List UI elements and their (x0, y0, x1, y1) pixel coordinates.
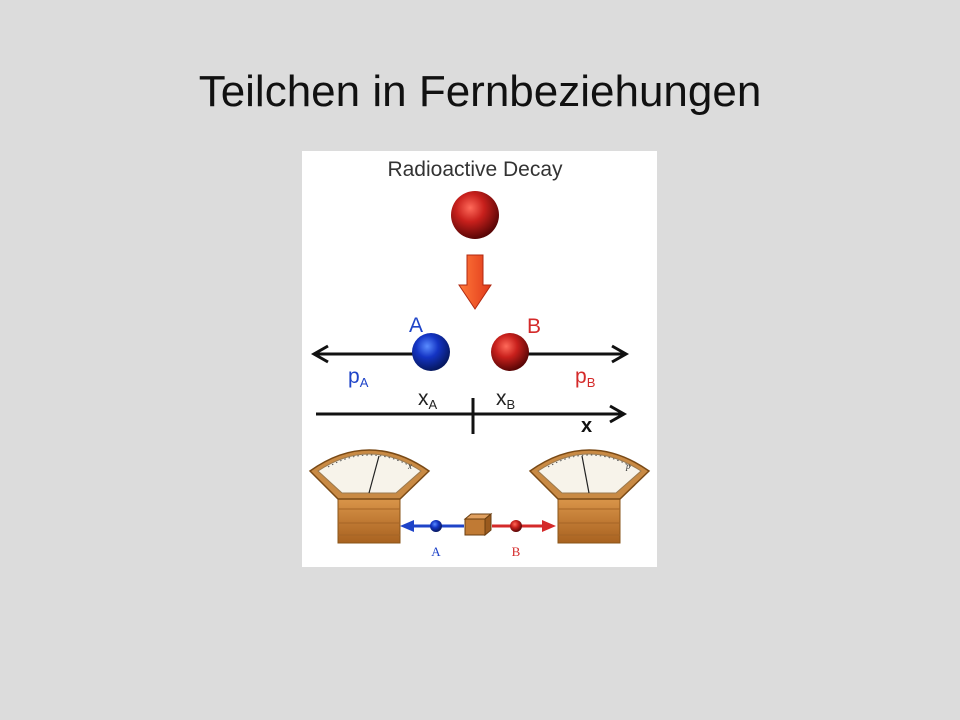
detector-a-label: A (431, 544, 441, 559)
decay-arrow-icon (458, 254, 492, 310)
momentum-b-label: pB (575, 365, 595, 390)
position-b-label: xB (496, 387, 515, 412)
arrowhead-right-icon (611, 344, 630, 364)
emitted-particle-b (510, 520, 522, 532)
emission-arrow-a-icon (400, 520, 414, 532)
arrowhead-left-icon (310, 344, 329, 364)
meter-a-glyph: x (407, 461, 412, 471)
particle-a (412, 333, 450, 371)
axis-arrowhead-icon (609, 404, 628, 424)
decay-diagram-svg: Radioactive Decay A B pA pB xA xB x (308, 158, 651, 559)
emission-arrow-b-icon (542, 520, 556, 532)
decay-diagram: Radioactive Decay A B pA pB xA xB x (302, 151, 657, 567)
source-box-icon (463, 512, 493, 537)
momentum-a-label: pA (348, 365, 369, 390)
parent-nucleus (451, 191, 499, 239)
axis-label: x (581, 415, 592, 437)
position-a-label: xA (418, 387, 438, 412)
particle-b-label: B (527, 315, 541, 338)
particle-a-label: A (409, 314, 423, 337)
particle-b (491, 333, 529, 371)
slide-title: Teilchen in Fernbeziehungen (198, 67, 762, 116)
meter-b-glyph: p (625, 461, 631, 471)
detector-a: x (308, 449, 431, 544)
diagram-heading: Radioactive Decay (387, 158, 563, 181)
detector-b: p (528, 449, 651, 544)
detector-b-label: B (512, 544, 521, 559)
emitted-particle-a (430, 520, 442, 532)
